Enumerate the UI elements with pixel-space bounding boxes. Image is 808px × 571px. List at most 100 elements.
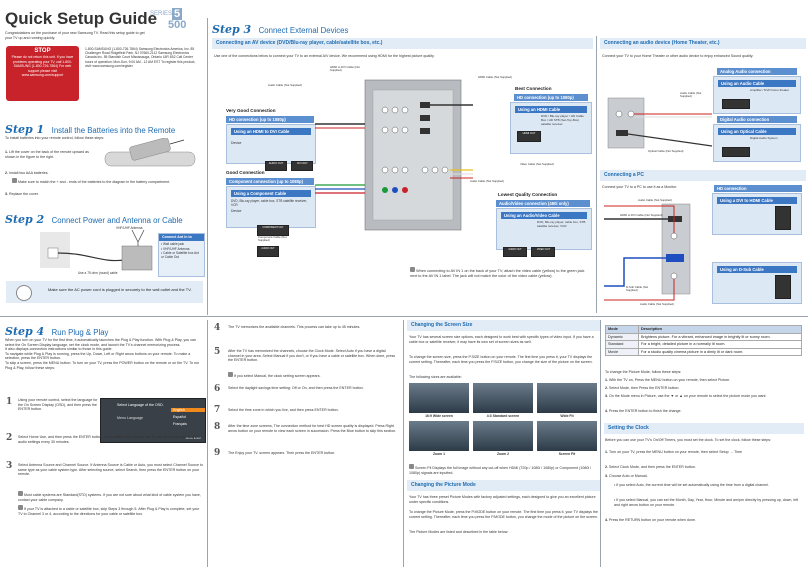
jack-label: COMPONENT OUT [262, 226, 284, 229]
av-audio-jack: AUDIO OUT [503, 247, 527, 257]
jack-label: AUDIO OUT [268, 162, 284, 165]
digital-label: Digital Audio System [750, 136, 778, 140]
step4-header: Step 4 Run Plug & Play [5, 322, 108, 338]
pc-section-title: Connecting a PC [600, 170, 806, 181]
horizontal-divider [0, 316, 808, 317]
label-16-9: 16:9 Wide screen [425, 414, 453, 418]
picture-step-2-text: Select Mode, then Press the ENTER button… [609, 386, 680, 390]
label-4-3: 4:3 Standard screen [486, 414, 520, 418]
step3-header: Step 3 Connect External Devices [212, 20, 348, 36]
step1-item-1: 1. Lift the cover on the back of the rem… [5, 150, 89, 159]
model-number: 500 [168, 19, 187, 31]
picture-mode-p2: To change the Picture Mode, press the P.… [409, 510, 599, 519]
thumb-16-9 [409, 383, 469, 413]
step4-num-8: 8 [214, 422, 221, 432]
note-icon [228, 372, 233, 377]
very-good-label: Very Good Connection [226, 108, 276, 113]
ant-in-box: Connect Ant In to • Wall cable jack • VH… [158, 233, 205, 277]
step4-s2: Select Home Use, and then press the ENTE… [18, 435, 198, 444]
av-note: When connecting to AV IN 1 on the back o… [410, 267, 590, 279]
size-thumbnails: 16:9 Wide screen 4:3 Standard screen Wid… [409, 383, 597, 461]
ant-in-item-3-text: Cable or Satellite box Ant or Cable Out [161, 251, 199, 259]
jack-label: VIDEO OUT [536, 248, 551, 251]
pc-tower-icon-2 [775, 275, 791, 299]
jack-label: HDMI OUT [522, 132, 536, 135]
step4-num-1: 1 [6, 397, 13, 407]
av-box: Using an Audio/Video Cable DVD, Blu-ray … [496, 208, 592, 257]
note-icon [410, 267, 415, 272]
picture-step-1: 1. With the TV on, Press the MENU button… [605, 378, 731, 382]
optical-cable-label: Optical Cable (Not Supplied) [648, 149, 684, 153]
step1-item-3: 3. Replace the cover. [5, 192, 39, 196]
analog-bar: Analog Audio connection [717, 68, 797, 75]
antenna-illustration [40, 228, 155, 276]
ant-in-item-1-text: Wall cable jack [163, 242, 185, 246]
step4-label: Step 4 [5, 325, 45, 338]
step4-num-9: 9 [214, 448, 221, 458]
component-audio-jack: AUDIO OUT [257, 246, 279, 257]
audio-cable-bar: Using an Audio Cable [718, 80, 796, 87]
ant-in-item-1: • Wall cable jack [161, 242, 185, 246]
pc-dsub-bar: Using an D-Sub Cable [717, 266, 797, 273]
step4-s4: The TV memorizes the available channels.… [228, 325, 361, 329]
pc-cable-label-4: Audio Cable (Not Supplied) [640, 302, 674, 306]
analog-box: Using an Audio Cable Amplifier / DVD hom… [713, 76, 801, 114]
picture-step-4: 4. Press the ENTER button to finish the … [605, 409, 682, 413]
clock-step-3: 3. Choose Auto or Manual. [605, 474, 648, 478]
power-note-text: Make sure the AC power cord is plugged i… [48, 287, 192, 292]
hdmi-box: Using an HDMI Cable DVD / Blu-ray player… [510, 102, 592, 154]
digital-device [722, 147, 750, 157]
table-header-description: Description [638, 325, 802, 334]
step4-intro-3: To navigate while Plug & Play is running… [5, 351, 191, 361]
label-zoom1: Zoom 1 [432, 452, 446, 456]
note-icon [18, 491, 23, 496]
clock-step-2-text: Select Clock Mode, and then press the EN… [609, 465, 696, 469]
step1-item-2: 2. Install two AAA batteries. [5, 171, 49, 175]
osd-menu-label: Menu Language [117, 416, 143, 420]
dvi-bar: Using an HDMI to DVI Cable [231, 128, 311, 135]
best-label: Best Connection [515, 86, 552, 91]
clock-bullet-1-text: If you select Auto, the current time wil… [616, 483, 769, 487]
pc-hd-bar: HD connection [714, 185, 802, 192]
step4-s9: The Enjoy your TV. screen appears. Then … [228, 451, 336, 455]
screen-size-p3: The following sizes are available: [409, 375, 462, 379]
component-device-label: Device [231, 209, 242, 213]
table-row: Standard For a bright, detailed picture … [605, 340, 802, 349]
osd-option-english[interactable]: English [171, 408, 205, 412]
osd-option-espanol[interactable]: Español [173, 415, 186, 419]
picture-mode-p3: The Picture Modes are listed and describ… [409, 530, 509, 534]
dvi-device-label: Device [231, 141, 242, 145]
picture-mode-p1: Your TV has three preset Picture Modes w… [409, 495, 596, 504]
av-note-text: When connecting to AV IN 1 on the back o… [410, 269, 585, 278]
hdmi-desc: DVD / Blu-ray player / HD Cable Box / HD… [541, 114, 584, 126]
amp-label: Amplifier / DVD home theater [750, 88, 790, 92]
clock-title: Setting the Clock [604, 423, 804, 434]
osd-option-francais[interactable]: Français [173, 422, 187, 426]
step1-item-2-text: Install two AAA batteries. [9, 171, 49, 175]
note-icon [409, 464, 414, 469]
clock-bullet-2: • If you select Manual, you can set the … [614, 498, 799, 507]
jack-label: DVI OUT [297, 162, 308, 165]
step4-num-2: 2 [6, 433, 13, 443]
step4-num-7: 7 [214, 405, 221, 415]
hdmi-bar: Using an HDMI Cable [515, 106, 587, 113]
step4-n3b-text: If your TV is attached to a cable or sat… [18, 507, 200, 516]
step1-note-text: Make sure to match the + and - ends of t… [18, 180, 171, 184]
note-icon [18, 505, 23, 510]
series-label: SERIES [150, 11, 173, 17]
very-good-bar: HD connection (up to 1080p) [226, 116, 314, 123]
step3-label: Step 3 [212, 23, 252, 36]
osd-title: Select Language of the OSD. [117, 403, 164, 407]
stop-title: STOP [34, 48, 51, 54]
picture-mode-title: Changing the Picture Mode [407, 480, 600, 491]
av-desc: DVD, Blu-ray player, cable box, STB sate… [537, 220, 586, 228]
screen-size-p1: Your TV has several screen size options,… [409, 335, 594, 344]
thumb-zoom2 [473, 421, 533, 451]
step4-s7: Select the time zone in which you live, … [228, 408, 339, 412]
label-wide-fit: Wide Fit [560, 414, 574, 418]
step4-intro-4: To skip a screen, press the MENU button.… [5, 360, 200, 370]
step4-num-6: 6 [214, 384, 221, 394]
tv-back-panel [305, 70, 475, 240]
step4-s8: After the time zone screens, The connect… [228, 424, 397, 433]
table-row: Dynamic Brightens picture. For a vibrant… [605, 332, 802, 342]
